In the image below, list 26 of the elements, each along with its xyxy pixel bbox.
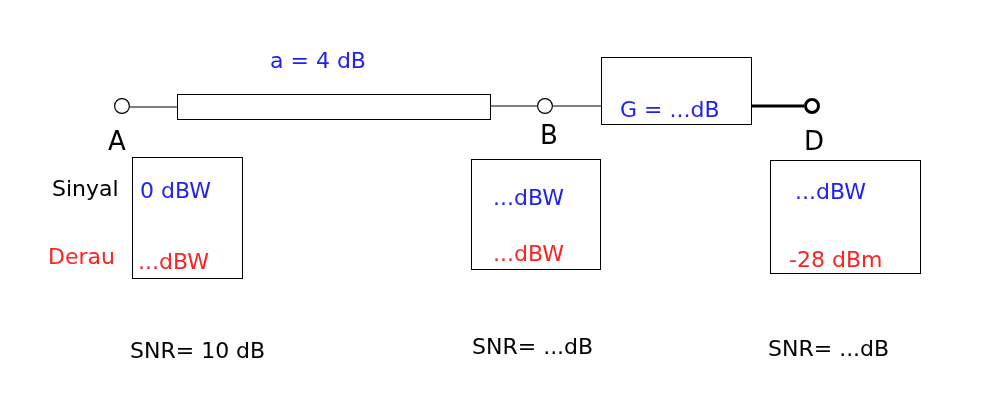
- terminal-circle: [114, 98, 130, 114]
- snr-label: SNR= 10 dB: [130, 340, 266, 362]
- value-box: [770, 160, 921, 274]
- signal-value: 0 dBW: [140, 180, 212, 202]
- connector-line: [752, 104, 804, 108]
- snr-label: SNR= ...dB: [768, 338, 890, 360]
- terminal-label: B: [540, 122, 558, 148]
- terminal-label: D: [804, 128, 825, 154]
- noise-value: -28 dBm: [789, 249, 883, 271]
- attenuation-label: a = 4 dB: [270, 50, 366, 72]
- noise-value: ...dBW: [138, 251, 209, 273]
- connector-line: [129, 106, 178, 108]
- terminal-circle: [804, 98, 820, 114]
- gain-value: G = ...dB: [620, 99, 720, 121]
- snr-label: SNR= ...dB: [472, 336, 594, 358]
- value-box: [471, 159, 601, 270]
- terminal-circle: [537, 98, 553, 114]
- connector-line: [490, 105, 538, 107]
- noise-value: ...dBW: [493, 243, 564, 265]
- connector-line: [552, 105, 602, 107]
- signal-value: ...dBW: [795, 181, 866, 203]
- signal-value: ...dBW: [493, 187, 564, 209]
- value-box: [132, 157, 243, 279]
- terminal-label: A: [108, 128, 126, 154]
- row-label: Derau: [48, 246, 115, 268]
- amplifier-box: [601, 57, 752, 125]
